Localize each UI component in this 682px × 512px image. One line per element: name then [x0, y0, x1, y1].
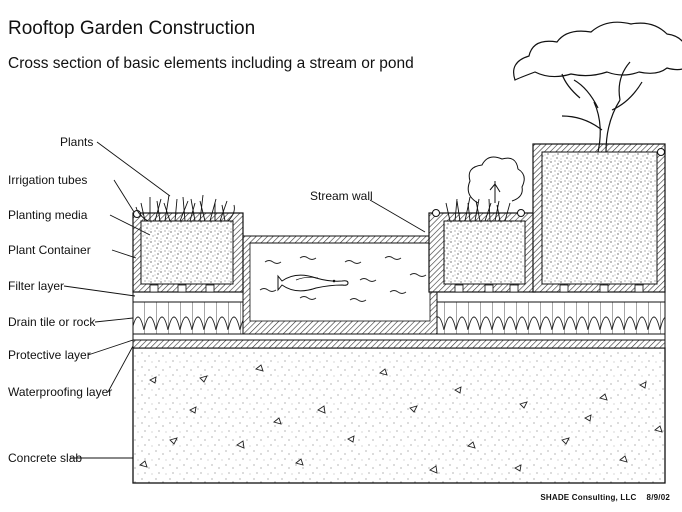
label-stream-wall: Stream wall [310, 189, 373, 203]
fish-icon [277, 274, 349, 292]
diagram-title: Rooftop Garden Construction [8, 18, 256, 39]
stream-basin [242, 235, 438, 335]
label-plants: Plants [60, 135, 94, 149]
concrete-slab [132, 347, 666, 484]
shrub-icon [467, 156, 525, 204]
filter-layer-left [132, 291, 244, 303]
waterproofing-layer [132, 339, 666, 349]
right-plant-container [428, 156, 536, 293]
footer-date: 8/9/02 [646, 493, 670, 502]
diagram-subtitle: Cross section of basic elements includin… [8, 55, 414, 72]
label-irrigation-tubes: Irrigation tubes [8, 173, 88, 187]
label-waterproofing-layer: Waterproofing layer [8, 385, 113, 399]
tree-planter [513, 21, 682, 293]
protective-layer [132, 333, 666, 341]
label-plant-container: Plant Container [8, 243, 91, 257]
footer-credit: SHADE Consulting, LLC 8/9/02 [530, 493, 670, 502]
filter-layer-right [436, 291, 666, 303]
tree-icon [513, 21, 682, 153]
leader-lines [63, 141, 426, 459]
left-plant-container [132, 194, 244, 293]
label-planting-media: Planting media [8, 208, 88, 222]
grass-left [135, 194, 235, 222]
drain-tile-right [436, 301, 666, 335]
label-drain-tile: Drain tile or rock [8, 315, 96, 329]
drain-tile-left [132, 301, 244, 335]
label-protective-layer: Protective layer [8, 348, 91, 362]
label-filter-layer: Filter layer [8, 279, 65, 293]
label-concrete-slab: Concrete slab [8, 451, 83, 465]
footer-company: SHADE Consulting, LLC [540, 493, 637, 502]
